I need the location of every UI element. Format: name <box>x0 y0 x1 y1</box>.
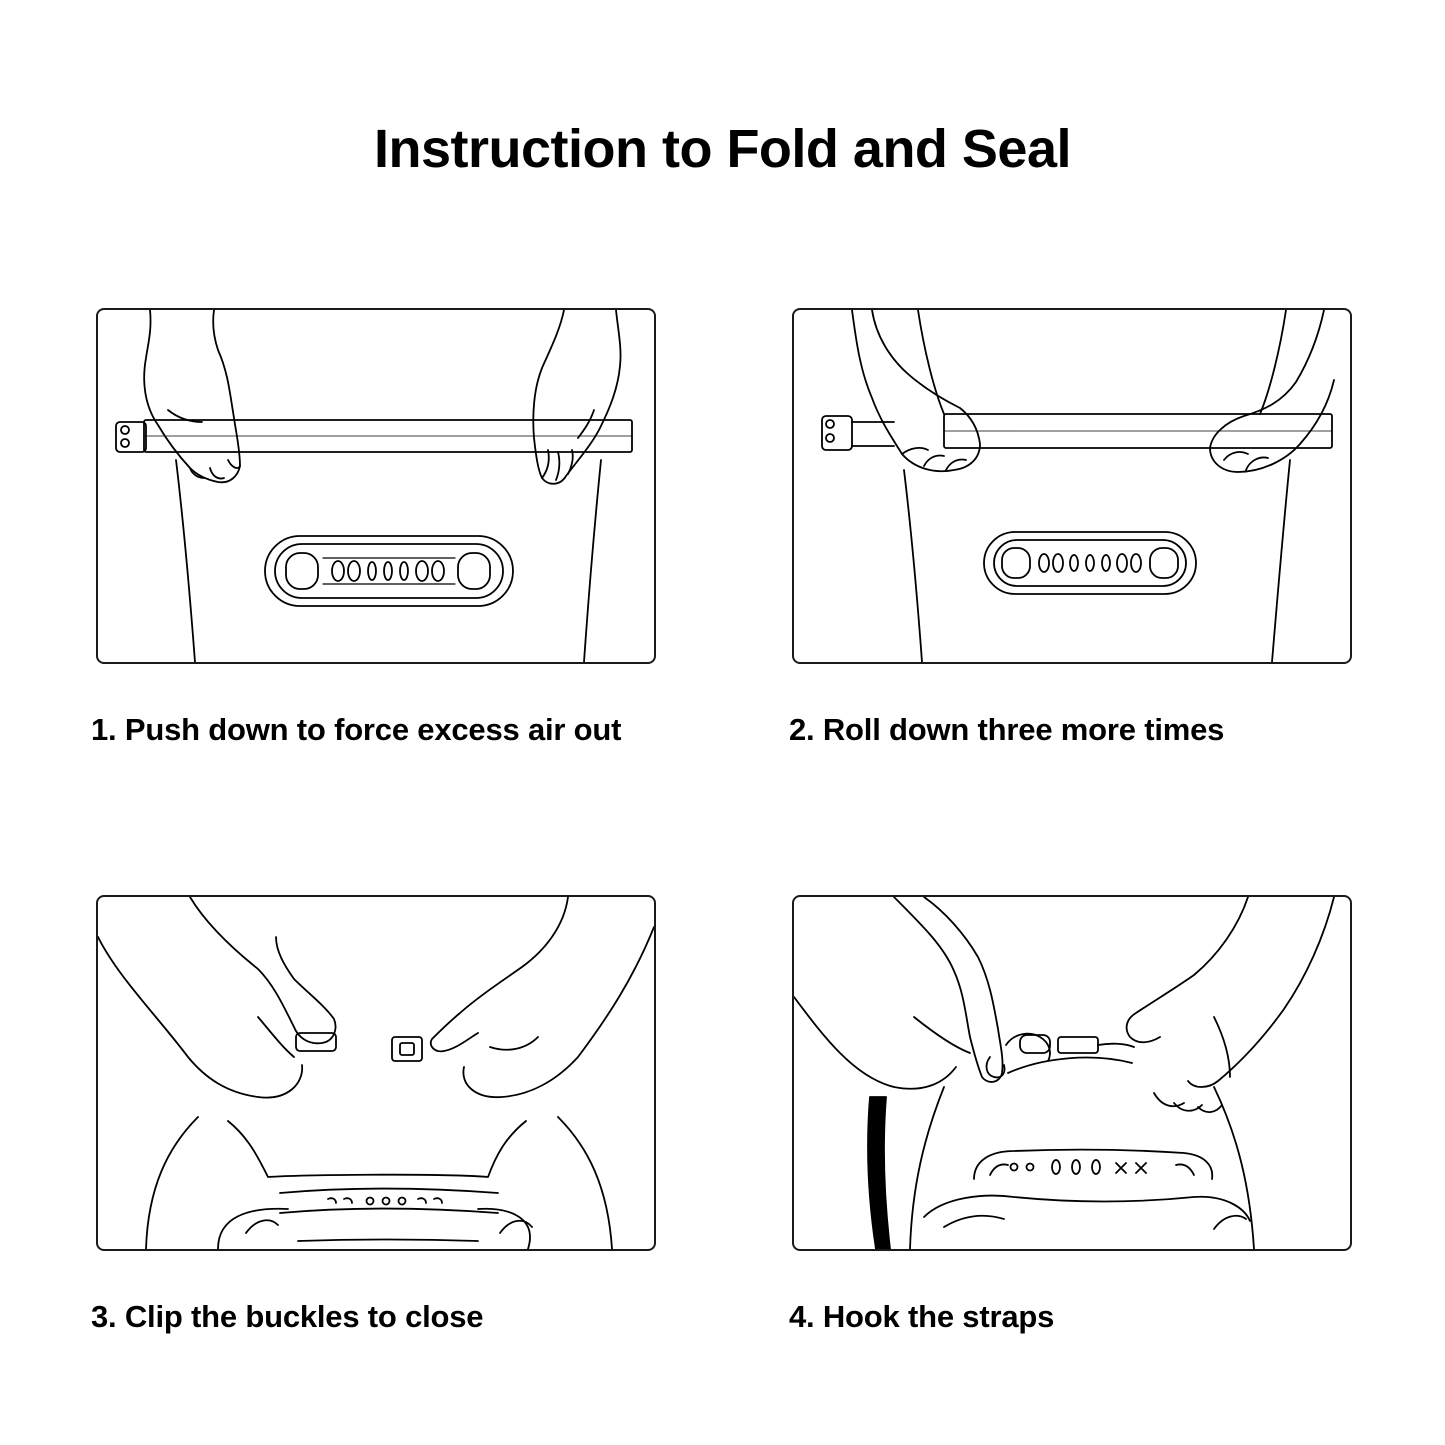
step-2-caption: 2. Roll down three more times <box>789 712 1225 747</box>
page-title: Instruction to Fold and Seal <box>373 119 1072 179</box>
step-1-caption: 1. Push down to force excess air out <box>91 712 622 747</box>
step-3-illustration <box>96 895 656 1251</box>
step-2-illustration <box>792 308 1352 664</box>
step-1-illustration <box>96 308 656 664</box>
step-4-caption: 4. Hook the straps <box>789 1299 1055 1334</box>
step-4-illustration <box>792 895 1352 1251</box>
step-3-caption: 3. Clip the buckles to close <box>91 1299 484 1334</box>
